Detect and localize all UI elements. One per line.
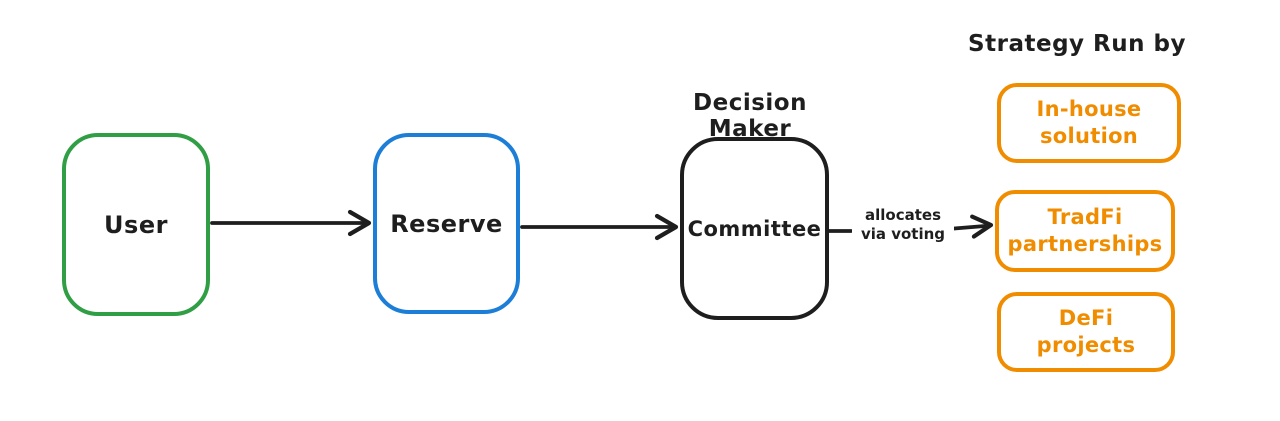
strategy-item-tradfi-line2: partnerships xyxy=(1007,232,1163,256)
arrow-user-to-reserve xyxy=(210,209,372,237)
arrow-reserve-to-committee xyxy=(520,213,679,241)
node-reserve-label: Reserve xyxy=(390,209,503,238)
strategy-item-inhouse-line1: In-house xyxy=(1036,97,1142,122)
node-committee: Committee xyxy=(680,137,829,320)
arrow-label-line2: via voting xyxy=(860,224,946,243)
arrow-label-allocates-via-voting: allocates via voting xyxy=(852,206,954,244)
strategy-item-defi-line1: DeFi xyxy=(1058,306,1114,331)
node-reserve: Reserve xyxy=(373,133,520,314)
strategy-item-inhouse-solution: In-house solution xyxy=(997,83,1181,163)
strategy-heading: Strategy Run by xyxy=(968,31,1186,57)
strategy-item-defi-line2: projects xyxy=(1036,333,1136,357)
node-committee-label: Committee xyxy=(687,216,822,241)
arrow-label-line1: allocates xyxy=(865,206,941,224)
strategy-item-defi-projects: DeFi projects xyxy=(997,292,1175,372)
node-user: User xyxy=(62,133,210,316)
strategy-item-tradfi-line1: TradFi xyxy=(1047,205,1123,230)
strategy-item-inhouse-line2: solution xyxy=(1039,124,1139,148)
decision-maker-caption: Decision Maker xyxy=(693,90,807,142)
node-user-label: User xyxy=(104,210,168,239)
strategy-item-tradfi-partnerships: TradFi partnerships xyxy=(995,190,1175,272)
